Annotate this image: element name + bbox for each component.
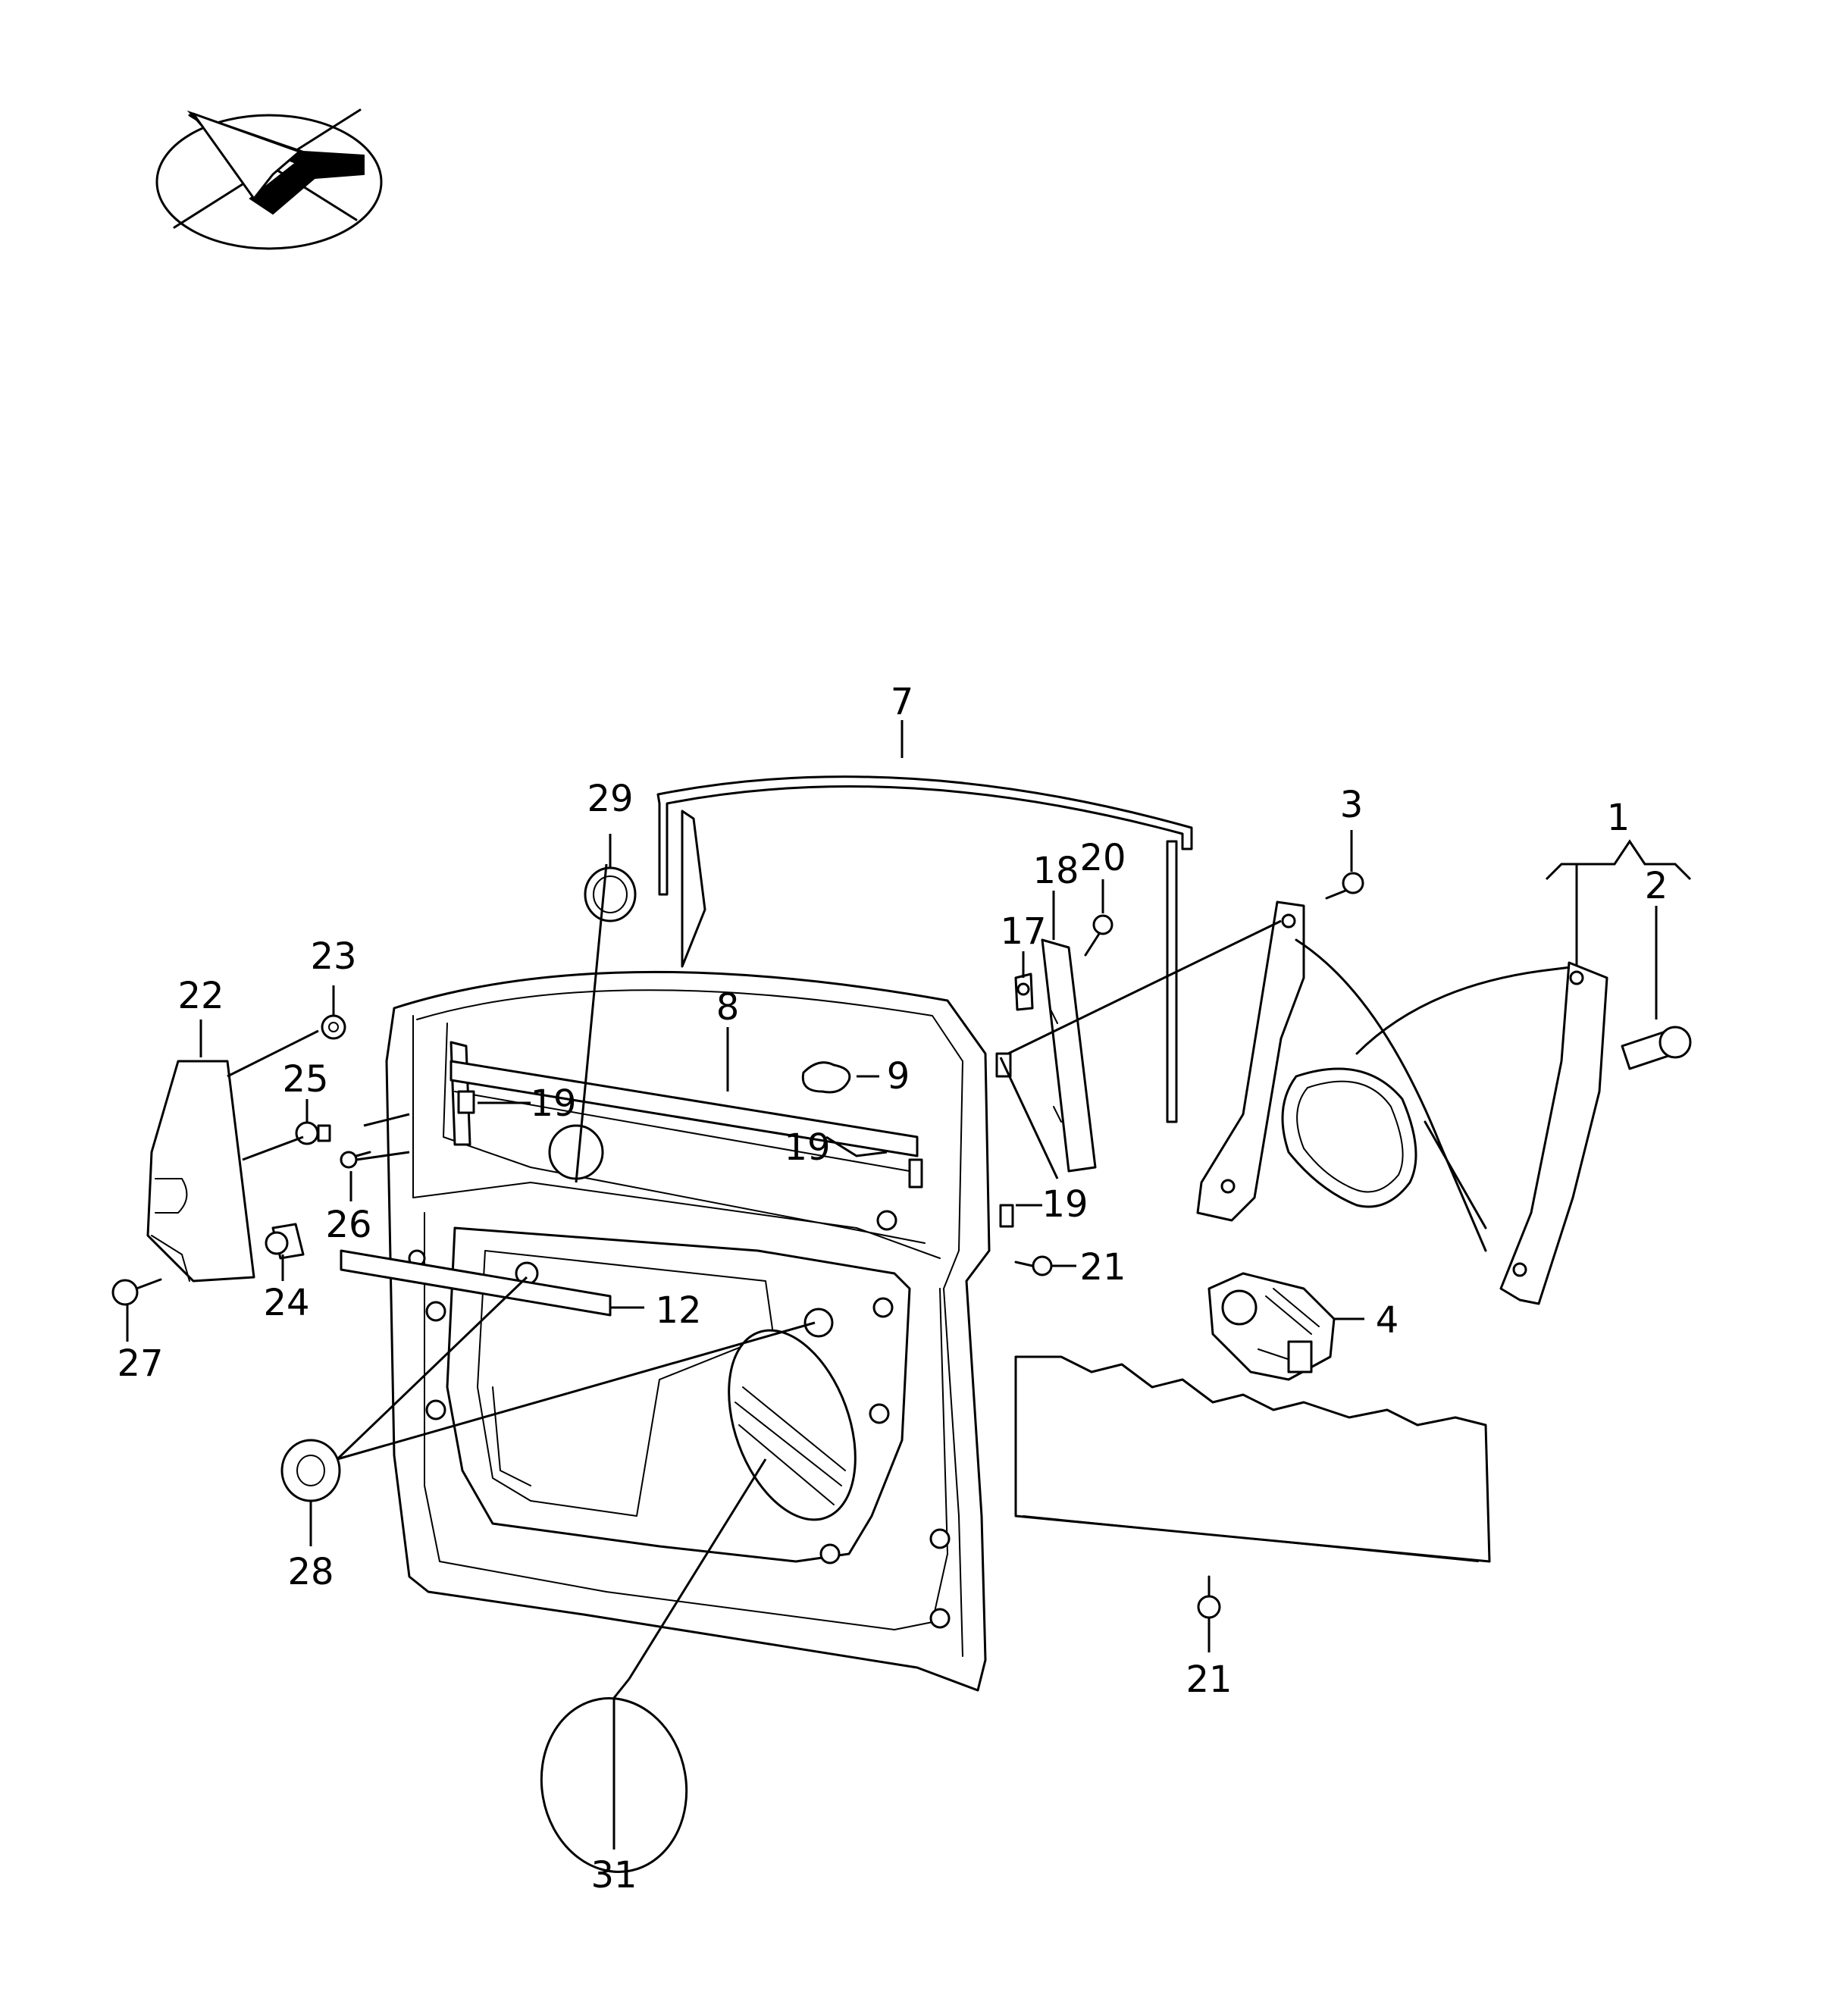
callout-8: 8	[716, 986, 740, 1029]
callout-22: 22	[177, 975, 224, 1017]
callout-1: 1	[1607, 797, 1630, 839]
callout-19-center: 19	[784, 1126, 830, 1169]
callout-18: 18	[1032, 850, 1079, 892]
callout-2: 2	[1645, 865, 1668, 907]
callout-12: 12	[655, 1289, 701, 1332]
callout-25: 25	[282, 1058, 328, 1101]
nut-23-icon	[321, 1014, 346, 1040]
callout-29: 29	[587, 778, 633, 820]
callout-19-right: 19	[1041, 1183, 1088, 1226]
leader-lines	[126, 720, 1692, 1849]
callout-23: 23	[310, 935, 356, 978]
clip-9	[801, 1061, 851, 1094]
callout-24: 24	[263, 1282, 309, 1324]
window-regulator	[1196, 900, 1608, 1305]
door-trim-sheet	[1014, 1355, 1491, 1563]
callout-19-left: 19	[530, 1082, 576, 1125]
callout-7: 7	[891, 681, 914, 723]
screw-3-icon	[1325, 872, 1364, 900]
door-shell	[385, 970, 991, 1692]
clip-25-icon	[295, 1121, 331, 1145]
callout-17: 17	[1000, 910, 1046, 953]
screw-21-lower-icon	[1197, 1575, 1221, 1619]
callout-28: 28	[287, 1551, 334, 1593]
pad-19-lower	[999, 1204, 1014, 1228]
clip-24-icon	[265, 1223, 305, 1260]
screw-27-icon	[111, 1278, 162, 1306]
callout-labels: 1 2 3 4 7 8 9 12 17 18 19 19 19 20 21 21…	[117, 681, 1668, 1896]
window-frame-seal	[656, 775, 1193, 1123]
pad-19-center	[908, 1158, 923, 1189]
guide-rail-18	[1041, 938, 1097, 1173]
grommet-28-icon	[280, 1439, 341, 1502]
callout-21-upper: 21	[1079, 1246, 1126, 1289]
callout-26: 26	[325, 1204, 371, 1246]
sealing-strip-12	[340, 1249, 612, 1317]
callout-21-lower: 21	[1186, 1658, 1232, 1701]
bracket-17	[1014, 973, 1034, 1011]
callout-4: 4	[1376, 1299, 1399, 1342]
pad-19-left	[457, 1090, 475, 1114]
screw-21-upper-icon	[1014, 1255, 1053, 1276]
regulator-motor	[1207, 1272, 1336, 1381]
screw-26-icon	[340, 1151, 371, 1169]
callout-3: 3	[1340, 784, 1364, 826]
callout-27: 27	[117, 1342, 163, 1385]
callout-31: 31	[590, 1854, 637, 1896]
checkmark-in-ellipse-icon	[155, 108, 383, 250]
screw-2-icon	[1621, 1026, 1692, 1070]
grommet-29-icon	[584, 866, 637, 922]
bolt-20-icon	[1084, 914, 1113, 957]
mirror-cover-22	[146, 1060, 255, 1283]
callout-20: 20	[1079, 837, 1126, 879]
callout-9: 9	[887, 1055, 910, 1098]
